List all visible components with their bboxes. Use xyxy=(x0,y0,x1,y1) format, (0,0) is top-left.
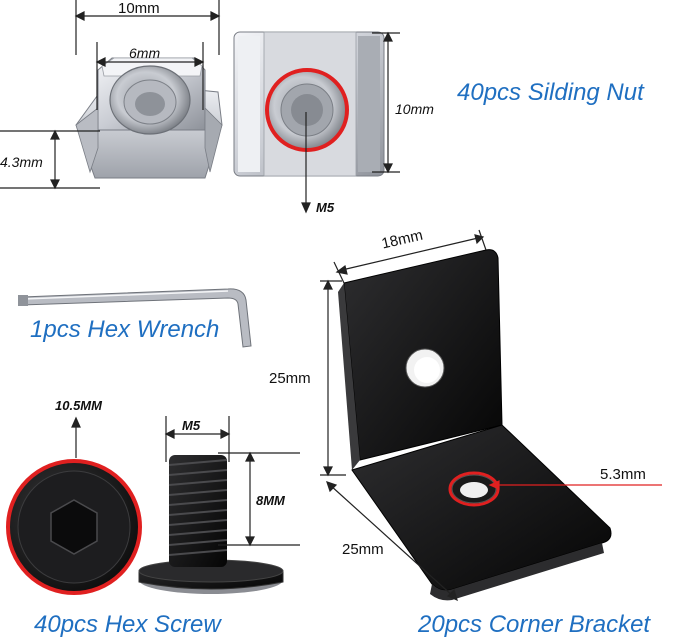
bracket-height-dimension xyxy=(320,279,346,477)
nut-thread-label: M5 xyxy=(316,200,335,215)
bracket-depth-label: 25mm xyxy=(342,541,384,558)
nut-width-dimension xyxy=(74,0,221,55)
hex-screw-head xyxy=(6,459,142,595)
sliding-nut-caption: 40pcs Silding Nut xyxy=(457,79,644,106)
nut-side-label: 4.3mm xyxy=(0,154,43,170)
screw-head-label: 10.5MM xyxy=(55,398,102,413)
bracket-depth-dimension xyxy=(326,481,458,602)
screw-head-highlight-ring xyxy=(6,459,142,595)
screw-head-pointer xyxy=(71,416,81,458)
screw-length-label: 8MM xyxy=(256,493,285,508)
screw-thread-label: M5 xyxy=(182,418,201,433)
bracket-height-label: 25mm xyxy=(269,370,311,387)
hex-wrench xyxy=(18,288,252,348)
hex-screw-side xyxy=(138,455,284,594)
hex-screw-caption: 40pcs Hex Screw xyxy=(34,611,221,638)
screw-thread-dimension xyxy=(164,416,231,462)
nut-side-dimension xyxy=(0,129,100,190)
screw-length-dimension xyxy=(218,451,300,547)
bracket-hole-label: 5.3mm xyxy=(600,466,646,483)
corner-bracket-caption: 20pcs Corner Bracket xyxy=(418,611,651,638)
hex-wrench-caption: 1pcs Hex Wrench xyxy=(30,316,220,343)
bracket-width-dimension xyxy=(333,229,487,284)
sliding-nut-front xyxy=(233,31,385,177)
nut-height-dimension xyxy=(372,31,400,174)
nut-width-label: 10mm xyxy=(118,0,160,17)
thread-highlight-ring xyxy=(265,68,349,152)
nut-inner-label: 6mm xyxy=(129,45,161,61)
corner-bracket xyxy=(338,249,612,601)
nut-height-label: 10mm xyxy=(395,101,434,117)
nut-inner-dimension xyxy=(95,42,205,110)
nut-thread-pointer xyxy=(301,112,311,214)
sliding-nut-perspective xyxy=(75,57,223,179)
bracket-hole-pointer xyxy=(488,480,662,490)
